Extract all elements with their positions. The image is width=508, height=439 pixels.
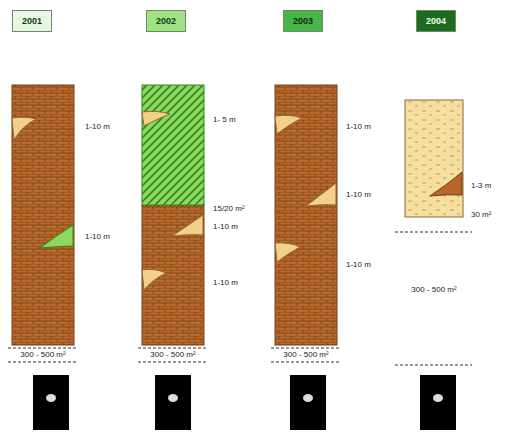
thickness-label: 1-3 m: [470, 181, 492, 191]
year-box: 2002: [146, 10, 186, 32]
thickness-label: 1-10 m: [345, 122, 372, 132]
year-label: 2001: [22, 16, 42, 26]
area-label: 300 - 500 m²: [19, 350, 66, 360]
year-box: 2004: [416, 10, 456, 32]
thickness-label: 1-10 m: [212, 278, 239, 288]
year-box: 2001: [12, 10, 52, 32]
thickness-label: 15/20 m²: [212, 204, 246, 214]
year-label: 2004: [426, 16, 446, 26]
year-label: 2002: [156, 16, 176, 26]
year-label: 2003: [293, 16, 313, 26]
thickness-label: 30 m²: [470, 210, 492, 220]
thickness-label: 1-10 m: [84, 232, 111, 242]
thickness-label: 1- 5 m: [212, 115, 237, 125]
area-label: 300 - 500 m²: [149, 350, 196, 360]
thickness-label: 1-10 m: [84, 122, 111, 132]
thickness-label: 1-10 m: [345, 190, 372, 200]
year-box: 2003: [283, 10, 323, 32]
thickness-label: 1-10 m: [212, 222, 239, 232]
area-label: 300 - 500 m²: [410, 285, 457, 295]
area-label: 300 - 500 m²: [282, 350, 329, 360]
thickness-label: 1-10 m: [345, 260, 372, 270]
